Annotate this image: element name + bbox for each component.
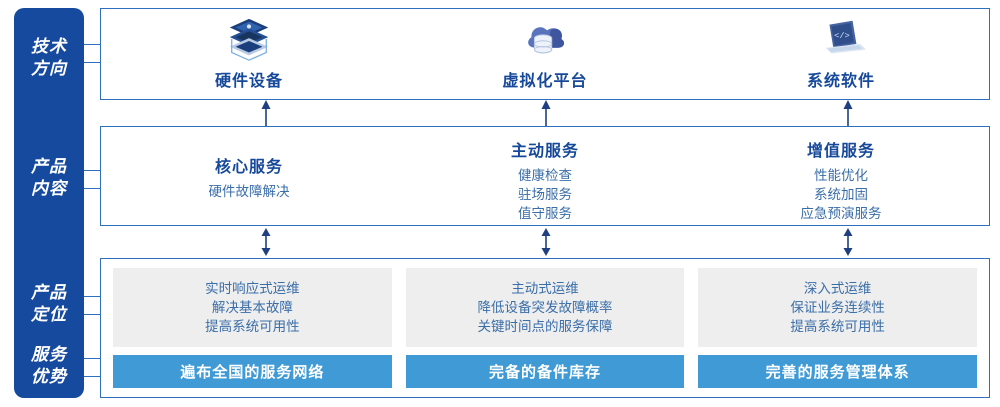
content-item: 系统加固 <box>814 187 868 202</box>
tech-title: 硬件设备 <box>214 73 283 90</box>
connector-stub <box>84 170 102 171</box>
content-heading: 核心服务 <box>214 159 283 176</box>
arrow-up-system-software <box>843 100 853 126</box>
content-column-proactive-service[interactable]: 主动服务 健康检查 驻场服务 值守服务 <box>397 127 693 225</box>
laptop-code-icon: </> <box>825 20 866 54</box>
advantage-row: 遍布全国的服务网络 完备的备件库存 完善的服务管理体系 <box>113 355 978 388</box>
svg-text:</>: </> <box>834 31 850 41</box>
arrow-up-virtualization <box>541 100 551 126</box>
tech-column-hardware[interactable]: 硬件设备 <box>101 9 397 99</box>
rail-label-product-position: 产品 定位 <box>14 282 84 326</box>
content-heading: 主动服务 <box>510 143 579 160</box>
tech-direction-panel: 硬件设备 虚拟化平台 </> <box>100 8 990 100</box>
position-line: 实时响应式运维 <box>205 281 300 296</box>
arrow-double-core-service <box>261 228 271 256</box>
content-item: 驻场服务 <box>518 187 572 202</box>
product-content-panel: 核心服务 硬件故障解决 主动服务 健康检查 驻场服务 值守服务 增值服务 性能优… <box>100 126 990 226</box>
tech-title: 虚拟化平台 <box>502 73 588 90</box>
content-column-value-added-service[interactable]: 增值服务 性能优化 系统加固 应急预演服务 <box>693 127 989 225</box>
content-item: 性能优化 <box>814 168 868 183</box>
position-line: 保证业务连续性 <box>790 300 885 315</box>
connector-stub <box>84 296 102 297</box>
position-box-indepth[interactable]: 深入式运维 保证业务连续性 提高系统可用性 <box>698 268 978 347</box>
rail-label-line: 定位 <box>31 305 67 324</box>
advantage-bar-management-system[interactable]: 完善的服务管理体系 <box>698 355 978 388</box>
tech-column-virtualization[interactable]: 虚拟化平台 <box>397 9 693 99</box>
position-line: 提高系统可用性 <box>790 319 885 334</box>
advantage-bar-service-network[interactable]: 遍布全国的服务网络 <box>113 355 392 388</box>
connector-stub <box>84 62 102 63</box>
advantage-bar-spare-parts[interactable]: 完备的备件库存 <box>405 355 685 388</box>
rail-label-line: 内容 <box>31 179 67 198</box>
connector-stub <box>84 188 102 189</box>
rail-label-line: 技术 <box>31 37 67 56</box>
content-heading: 增值服务 <box>806 143 875 160</box>
position-row: 实时响应式运维 解决基本故障 提高系统可用性 主动式运维 降低设备突发故障概率 … <box>113 268 978 347</box>
content-column-core-service[interactable]: 核心服务 硬件故障解决 <box>101 127 397 225</box>
rail-label-line: 服务 <box>31 345 67 364</box>
rail-label-product-content: 产品 内容 <box>14 156 84 200</box>
content-item: 硬件故障解决 <box>208 184 290 199</box>
arrow-double-proactive-service <box>541 228 551 256</box>
rail-label-line: 方向 <box>31 59 67 78</box>
left-rail: 技术 方向 产品 内容 产品 定位 服务 优势 <box>14 8 84 398</box>
rail-label-service-advantage: 服务 优势 <box>14 344 84 388</box>
position-line: 提高系统可用性 <box>205 319 300 334</box>
server-stack-icon <box>229 18 269 61</box>
rail-label-line: 产品 <box>31 157 67 176</box>
position-line: 解决基本故障 <box>211 300 293 315</box>
product-position-advantage-panel: 实时响应式运维 解决基本故障 提高系统可用性 主动式运维 降低设备突发故障概率 … <box>100 258 990 398</box>
arrow-up-hardware <box>261 100 271 126</box>
content-item: 应急预演服务 <box>800 206 882 221</box>
connector-stub <box>84 44 102 45</box>
arrow-double-value-added-service <box>843 228 853 256</box>
position-line: 主动式运维 <box>511 281 579 296</box>
position-box-realtime[interactable]: 实时响应式运维 解决基本故障 提高系统可用性 <box>113 268 392 347</box>
position-line: 深入式运维 <box>803 281 872 296</box>
connector-stub <box>84 376 102 377</box>
connector-stub <box>84 358 102 359</box>
rail-label-line: 产品 <box>31 283 67 302</box>
cloud-database-icon <box>528 27 565 54</box>
position-line: 关键时间点的服务保障 <box>477 319 613 334</box>
tech-column-system-software[interactable]: </> 系统软件 <box>693 9 989 99</box>
content-item: 健康检查 <box>518 168 572 183</box>
connector-stub <box>84 314 102 315</box>
position-line: 降低设备突发故障概率 <box>477 300 613 315</box>
rail-label-tech-direction: 技术 方向 <box>14 36 84 80</box>
rail-label-line: 优势 <box>31 367 67 386</box>
tech-title: 系统软件 <box>806 73 875 90</box>
position-box-proactive[interactable]: 主动式运维 降低设备突发故障概率 关键时间点的服务保障 <box>405 268 685 347</box>
content-item: 值守服务 <box>518 206 572 221</box>
